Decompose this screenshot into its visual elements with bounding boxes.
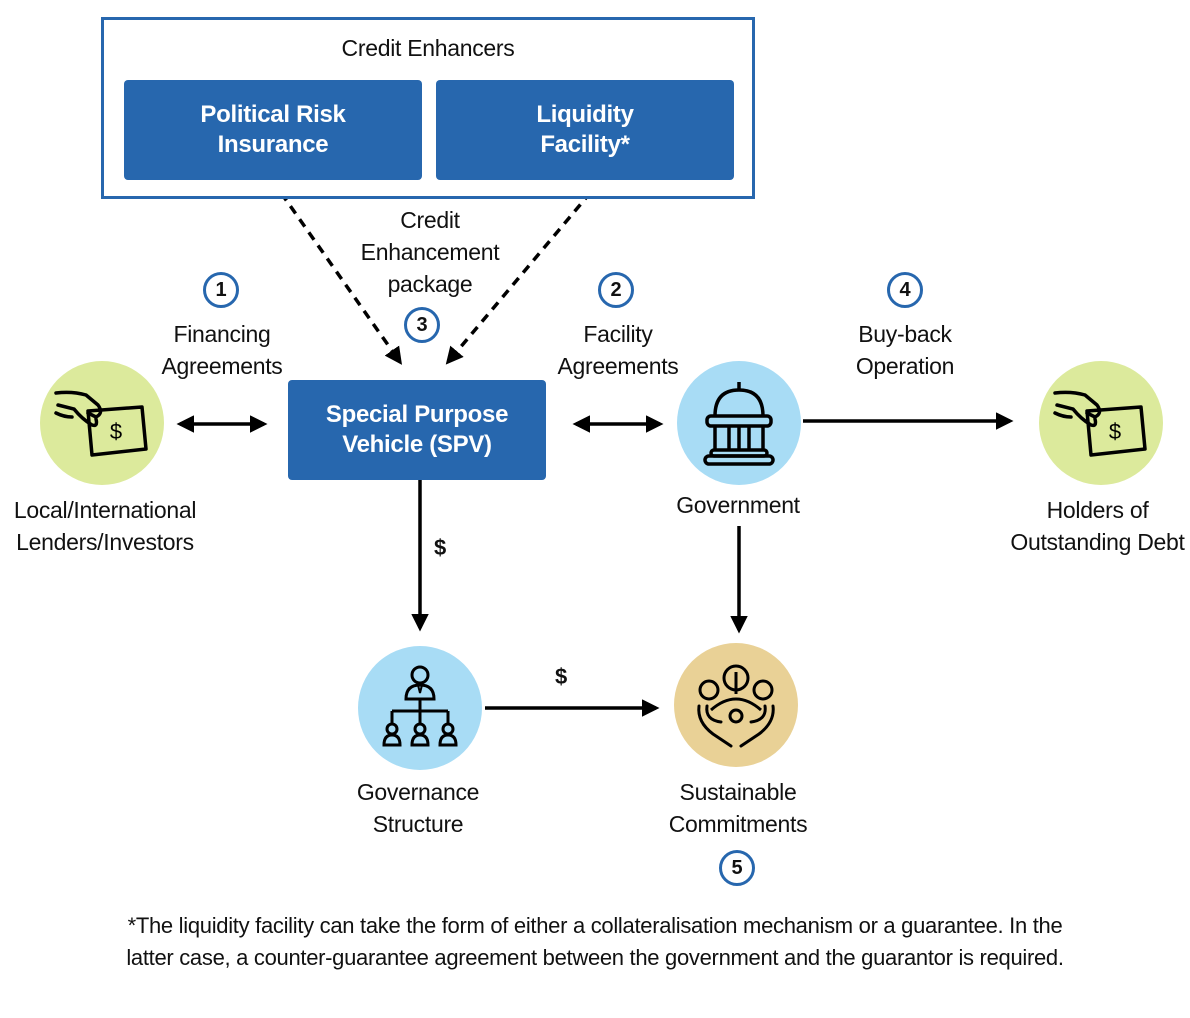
facility-agreements-label: Facility Agreements — [518, 318, 718, 382]
facility-line2: Agreements — [557, 353, 679, 379]
lenders-node[interactable]: $ — [40, 361, 164, 485]
spv-line2: Vehicle (SPV) — [342, 431, 492, 458]
svg-text:$: $ — [110, 419, 122, 444]
holders-label: Holders of Outstanding Debt — [990, 494, 1190, 558]
financing-line2: Agreements — [161, 353, 283, 379]
ce-line2: Enhancement — [360, 239, 500, 265]
footnote-line1: *The liquidity facility can take the for… — [127, 913, 1063, 938]
lenders-line1: Local/International — [13, 497, 197, 523]
buyback-line2: Operation — [855, 353, 955, 379]
political-risk-insurance-box[interactable]: Political Risk Insurance — [124, 80, 422, 180]
government-label: Government — [676, 492, 800, 518]
spv-line1: Special Purpose — [325, 401, 509, 428]
sustainable-node[interactable] — [674, 643, 798, 767]
liquidity-label-line2: Facility* — [540, 131, 630, 158]
ce-line1: Credit — [400, 207, 460, 233]
flow-label-spv-governance: $ — [434, 535, 447, 560]
step-2-badge: 2 — [598, 272, 634, 308]
dashed-arrow-pri-to-spv — [270, 178, 403, 365]
governance-node[interactable] — [358, 646, 482, 770]
governance-label: Governance Structure — [318, 776, 518, 840]
governance-line2: Structure — [372, 811, 464, 837]
credit-enhancers-title: Credit Enhancers — [341, 35, 515, 61]
flow-label-governance-sustainable: $ — [555, 664, 568, 689]
holders-line1: Holders of — [1046, 497, 1149, 523]
holders-node[interactable]: $ — [1039, 361, 1163, 485]
spv-box[interactable]: Special Purpose Vehicle (SPV) — [288, 380, 546, 480]
holders-line2: Outstanding Debt — [1010, 529, 1185, 555]
financing-line1: Financing — [173, 321, 271, 347]
svg-text:$: $ — [1109, 419, 1121, 444]
pri-label-line2: Insurance — [217, 131, 329, 158]
dashed-arrow-liquidity-to-spv — [445, 178, 603, 365]
liquidity-facility-box[interactable]: Liquidity Facility* — [436, 80, 734, 180]
buyback-operation-label: Buy-back Operation — [805, 318, 1005, 382]
hands-nature-icon — [697, 664, 775, 748]
buyback-line1: Buy-back — [858, 321, 952, 347]
government-node[interactable] — [677, 361, 801, 485]
ce-line3: package — [387, 271, 473, 297]
facility-line1: Facility — [583, 321, 653, 347]
governance-line1: Governance — [356, 779, 480, 805]
financing-agreements-label: Financing Agreements — [122, 318, 322, 382]
hand-money-icon: $ — [54, 390, 148, 457]
footnote: *The liquidity facility can take the for… — [0, 910, 1190, 974]
sustainable-line2: Commitments — [668, 811, 808, 837]
credit-enhancement-label: Credit Enhancement package — [330, 204, 530, 300]
lenders-line2: Lenders/Investors — [16, 529, 194, 555]
step-5-badge: 5 — [719, 850, 755, 886]
pri-label-line1: Political Risk — [200, 101, 346, 128]
government-building-icon — [703, 382, 775, 466]
step-4-badge: 4 — [887, 272, 923, 308]
hand-money-icon: $ — [1053, 390, 1147, 457]
sustainable-label: Sustainable Commitments — [638, 776, 838, 840]
step-3-badge: 3 — [404, 307, 440, 343]
footnote-line2: latter case, a counter-guarantee agreeme… — [126, 945, 1064, 970]
org-chart-icon — [382, 665, 458, 747]
liquidity-label-line1: Liquidity — [536, 101, 634, 128]
step-1-badge: 1 — [203, 272, 239, 308]
lenders-label: Local/International Lenders/Investors — [0, 494, 220, 558]
sustainable-line1: Sustainable — [679, 779, 797, 805]
